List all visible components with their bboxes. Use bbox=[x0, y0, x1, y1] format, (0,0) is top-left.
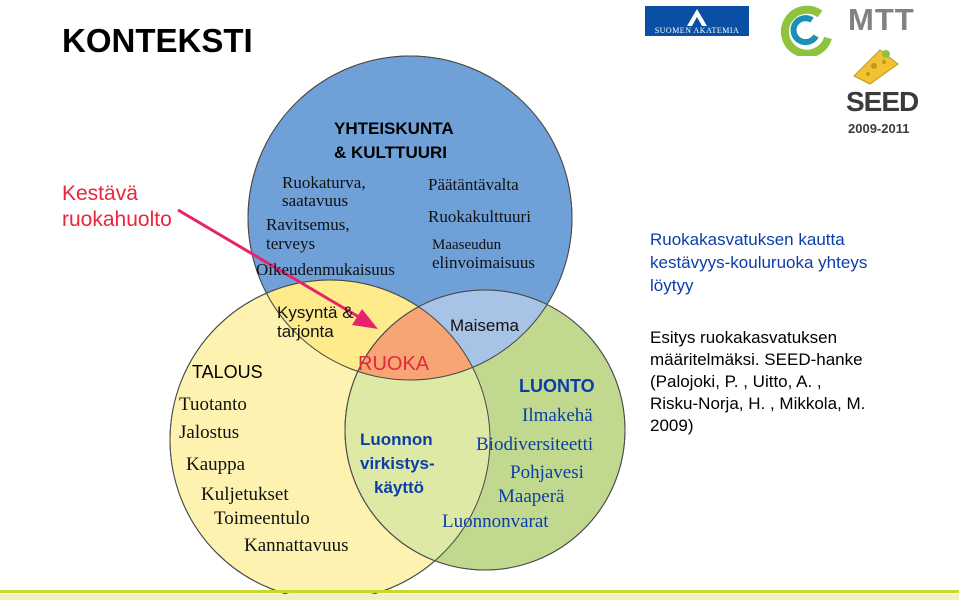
seed-word: SEED bbox=[846, 86, 919, 117]
economy-item: Jalostus bbox=[179, 422, 239, 443]
mtt-logo-text: MTT bbox=[848, 2, 915, 37]
panel-line: löytyy bbox=[650, 276, 694, 295]
economy-item: Toimeentulo bbox=[214, 508, 310, 529]
suomen-akatemia-logo: SUOMEN AKATEMIA bbox=[645, 6, 749, 36]
right-panel-citation: Esitys ruokakasvatuksen määritelmäksi. S… bbox=[650, 327, 865, 437]
overlap-label: Kysyntä & bbox=[277, 303, 354, 322]
nature-item: Luonnonvarat bbox=[442, 511, 549, 532]
seed-cheese-icon bbox=[853, 49, 899, 85]
overlap-label: virkistys- bbox=[360, 454, 435, 473]
society-item: Ruokaturva, bbox=[282, 173, 366, 192]
seed-years: 2009-2011 bbox=[848, 121, 910, 136]
society-item: terveys bbox=[266, 234, 315, 253]
page-title: KONTEKSTI bbox=[62, 22, 253, 59]
footer-band bbox=[0, 594, 959, 600]
right-panel: Ruokakasvatuksen kautta kestävyys-koulur… bbox=[650, 228, 867, 297]
seed-logo-text: SEED bbox=[846, 86, 919, 118]
center-label: RUOKA bbox=[358, 353, 430, 375]
economy-heading: TALOUS bbox=[192, 362, 263, 382]
society-item: Ravitsemus, bbox=[266, 215, 350, 234]
panel-line: (Palojoki, P. , Uitto, A. , bbox=[650, 372, 822, 391]
akatemia-logo-text: SUOMEN AKATEMIA bbox=[654, 26, 740, 35]
panel-line: 2009) bbox=[650, 416, 694, 435]
subtitle-line: Kestävä bbox=[62, 182, 138, 205]
society-item: elinvoimaisuus bbox=[432, 253, 535, 272]
society-item: Oikeudenmukaisuus bbox=[256, 260, 395, 279]
panel-line: Risku-Norja, H. , Mikkola, M. bbox=[650, 394, 866, 413]
panel-line: Esitys ruokakasvatuksen bbox=[650, 328, 838, 347]
overlap-label: Luonnon bbox=[360, 430, 433, 449]
society-item: saatavuus bbox=[282, 191, 348, 210]
society-item: Ruokakulttuuri bbox=[428, 207, 531, 226]
subtitle-line: ruokahuolto bbox=[62, 208, 172, 231]
nature-item: Pohjavesi bbox=[510, 462, 584, 483]
panel-line: määritelmäksi. SEED-hanke bbox=[650, 350, 863, 369]
nature-heading: LUONTO bbox=[519, 376, 595, 396]
nature-item: Biodiversiteetti bbox=[476, 434, 593, 455]
economy-item: Kuljetukset bbox=[201, 484, 289, 505]
society-heading: YHTEISKUNTA bbox=[334, 119, 454, 138]
economy-item: Tuotanto bbox=[179, 394, 247, 415]
economy-item: Kauppa bbox=[186, 454, 246, 475]
footer-divider bbox=[0, 590, 959, 593]
society-item: Maaseudun bbox=[432, 237, 502, 253]
overlap-label: tarjonta bbox=[277, 322, 334, 341]
nature-item: Maaperä bbox=[498, 486, 565, 507]
arrow-line bbox=[177, 208, 365, 322]
society-heading: & KULTTUURI bbox=[334, 143, 447, 162]
panel-line: kestävyys-kouluruoka yhteys bbox=[650, 253, 868, 272]
subtitle: Kestävä ruokahuolto bbox=[62, 181, 172, 233]
society-item: Päätäntävalta bbox=[428, 175, 519, 194]
overlap-label: Maisema bbox=[450, 316, 520, 335]
panel-line: Ruokakasvatuksen kautta bbox=[650, 230, 845, 249]
nature-item: Ilmakehä bbox=[522, 405, 593, 426]
mtt-logo-mark bbox=[780, 5, 832, 56]
arrowhead bbox=[352, 309, 378, 329]
overlap-label: käyttö bbox=[374, 478, 424, 497]
economy-item: Kannattavuus bbox=[244, 535, 348, 556]
